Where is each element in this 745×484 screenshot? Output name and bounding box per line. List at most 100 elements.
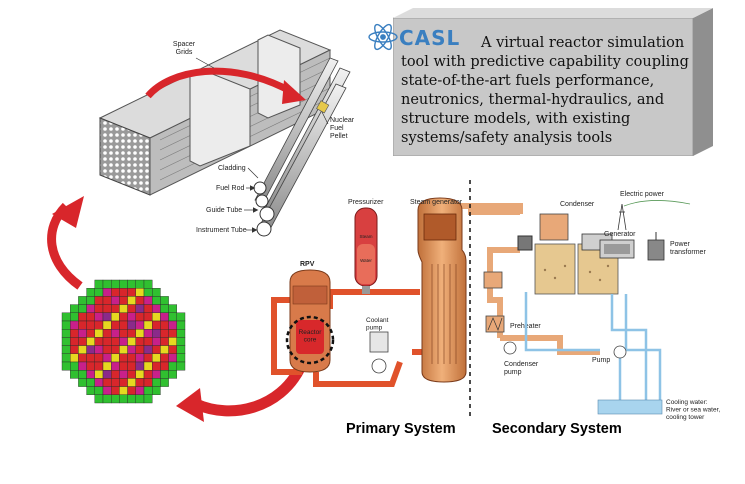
core-cell [110, 378, 120, 387]
core-cell [78, 296, 87, 305]
core-cell [119, 312, 128, 322]
core-cell [86, 386, 95, 396]
core-cell [78, 329, 87, 338]
preheater [485, 315, 505, 333]
core-cell [135, 386, 145, 396]
core-cell [86, 345, 95, 355]
core-cell [127, 361, 136, 371]
core-cell [135, 288, 145, 297]
core-cell [143, 386, 153, 396]
core-cell [168, 361, 178, 371]
cooling-water-loop [524, 292, 662, 404]
description-callout: CASL A virtual reactor simulation tool w… [368, 8, 713, 156]
casl-logo: CASL [367, 20, 477, 54]
core-cell [110, 279, 120, 289]
core-cell [143, 296, 153, 305]
core-cell [119, 304, 128, 314]
core-cell [110, 320, 120, 330]
core-cell [135, 345, 145, 355]
core-cell [135, 361, 145, 371]
core-cell [86, 370, 95, 379]
core-cell [151, 345, 161, 355]
core-cell [86, 337, 95, 346]
callout-description: A virtual reactor simulation tool with p… [401, 34, 709, 148]
core-cell [86, 288, 95, 297]
logo-text: CASL [399, 26, 460, 50]
atom-icon [368, 23, 398, 51]
core-cell [119, 320, 128, 330]
condenser [517, 213, 619, 295]
core-cell [135, 320, 145, 330]
core-cell [69, 329, 79, 338]
label-pressurizer: Pressurizer [348, 199, 384, 206]
label-steam-generator: Steam generator [410, 199, 463, 206]
reactor-core [296, 320, 324, 354]
core-cell [151, 378, 161, 387]
core-cell [160, 329, 169, 338]
core-cell [151, 329, 161, 338]
core-cell [168, 345, 178, 355]
primary-system-label: Primary System [346, 421, 456, 437]
fuel-assembly [98, 29, 332, 196]
core-cell [168, 370, 178, 379]
secondary-system-label: Secondary System [492, 421, 622, 437]
core-cell [78, 337, 87, 346]
core-cell [127, 288, 136, 297]
core-cell [127, 320, 136, 330]
plant-diagram: Steam Water Pressurizer Steam generator … [271, 180, 720, 421]
core-cell [110, 312, 120, 322]
core-cell [119, 288, 128, 297]
core-cell [151, 337, 161, 346]
core-cell [86, 361, 95, 371]
core-cell [94, 345, 104, 355]
label-cooling-water: Cooling water:River or sea water,cooling… [666, 399, 720, 421]
core-cell [127, 345, 136, 355]
core-cell [127, 386, 136, 396]
core-cell [127, 378, 136, 387]
core-cell [102, 370, 112, 379]
core-cell [168, 304, 178, 314]
core-cell [151, 296, 161, 305]
core-cell [69, 370, 79, 379]
core-cell [119, 361, 128, 371]
core-cell [94, 320, 104, 330]
core-cell [143, 345, 153, 355]
core-cell [135, 312, 145, 322]
core-cell [94, 312, 104, 322]
core-cell [102, 386, 112, 396]
core-cell [151, 312, 161, 322]
core-cell [61, 320, 71, 330]
core-cell [94, 304, 104, 314]
core-cell [94, 353, 104, 363]
core-cell [69, 312, 79, 322]
core-cell [143, 394, 153, 404]
pressurizer: Steam Water [354, 207, 378, 294]
core-cell [143, 279, 153, 289]
core-cell [94, 361, 104, 371]
label-water: Water [360, 258, 372, 263]
core-cell [86, 329, 95, 338]
core-cell [94, 288, 104, 297]
label-pump: Pump [592, 357, 610, 364]
core-cell [168, 320, 178, 330]
core-cell [119, 329, 128, 338]
core-cell [110, 361, 120, 371]
core-cell [94, 378, 104, 387]
core-cell [160, 337, 169, 346]
core-cell [86, 353, 95, 363]
core-cell [168, 312, 178, 322]
core-cell [151, 386, 161, 396]
cooling-water-basin [597, 399, 663, 415]
core-cell [176, 312, 186, 322]
core-cell [119, 386, 128, 396]
core-cell [86, 312, 95, 322]
core-cell [110, 394, 120, 404]
core-cell [94, 329, 104, 338]
core-cell [168, 337, 178, 346]
core-cell [69, 345, 79, 355]
core-cell [102, 353, 112, 363]
label-generator: Generator [604, 231, 636, 238]
label-steam: Steam [359, 234, 372, 239]
